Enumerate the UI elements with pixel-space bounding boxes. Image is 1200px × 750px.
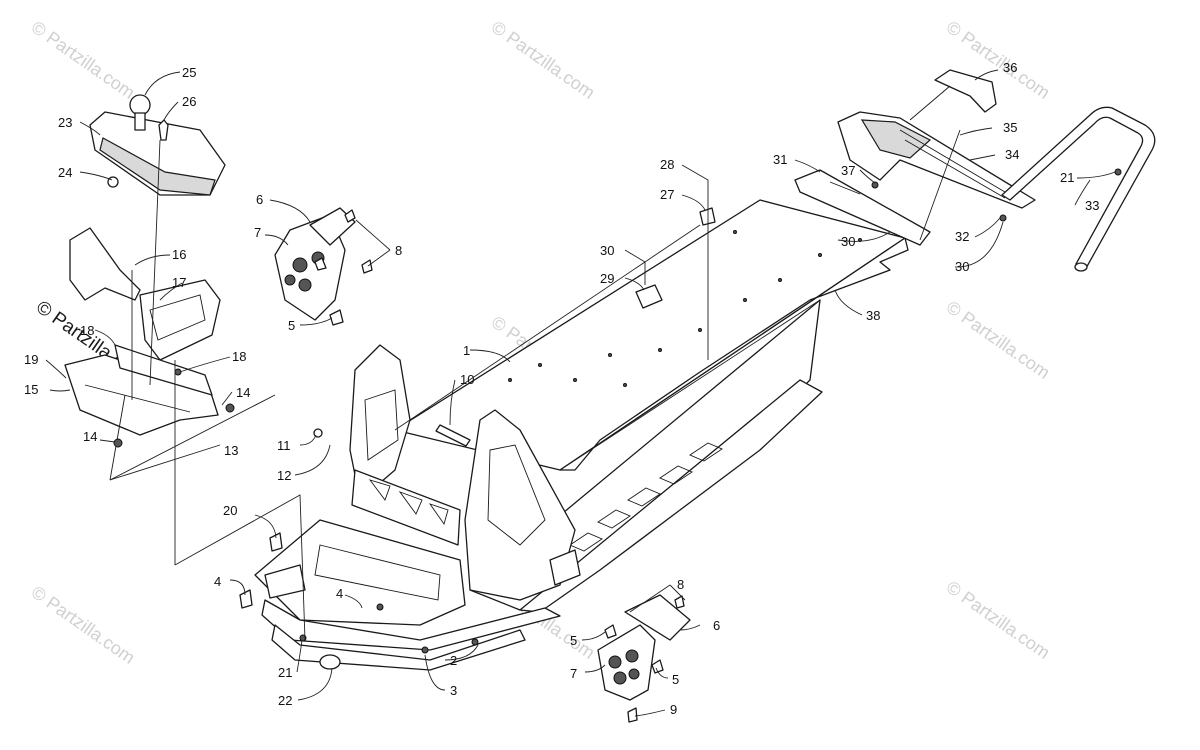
callout-16: 16 [172,247,186,262]
rear-plate [794,169,931,246]
callout-5: 5 [570,633,577,648]
callouts: 1 2 3 4 4 5 5 5 6 6 7 7 8 8 9 10 11 12 1… [24,60,1099,717]
right-footrest-bracket [597,594,691,723]
watermark: © Partzilla.com [943,297,1054,383]
callout-22: 22 [278,693,292,708]
callout-36: 36 [1003,60,1017,75]
rear-grab-bar [1001,106,1156,272]
callout-25: 25 [182,65,196,80]
callout-18: 18 [232,349,246,364]
watermark: © Partzilla.com [488,17,599,103]
callout-1: 1 [463,343,470,358]
callout-23: 23 [58,115,72,130]
callout-19: 19 [24,352,38,367]
callout-9: 9 [670,702,677,717]
callout-32: 32 [955,229,969,244]
lower-support-group [64,344,276,481]
callout-30: 30 [600,243,614,258]
callout-5: 5 [288,318,295,333]
callout-4: 4 [336,586,343,601]
callout-4: 4 [214,574,221,589]
rear-bumper-assembly [837,69,1036,209]
callout-10: 10 [460,372,474,387]
callout-30: 30 [841,234,855,249]
callout-17: 17 [172,275,186,290]
callout-26: 26 [182,94,196,109]
callout-34: 34 [1005,147,1019,162]
callout-14: 14 [236,385,250,400]
callout-12: 12 [277,468,291,483]
dash-cover [89,94,226,196]
callout-31: 31 [773,152,787,167]
callout-15: 15 [24,382,38,397]
side-panel-cutouts [569,442,723,552]
callout-6: 6 [256,192,263,207]
callout-38: 38 [866,308,880,323]
hardware [239,168,1122,670]
callout-2: 2 [450,653,457,668]
callout-21: 21 [1060,170,1074,185]
callout-8: 8 [395,243,402,258]
chassis-tunnel [254,199,909,671]
callout-6: 6 [713,618,720,633]
watermark: © Partzilla.com [28,582,139,668]
callout-7: 7 [254,225,261,240]
callout-33: 33 [1085,198,1099,213]
callout-30: 30 [955,259,969,274]
callout-29: 29 [600,271,614,286]
callout-14: 14 [83,429,97,444]
callout-8: 8 [677,577,684,592]
callout-5: 5 [672,672,679,687]
callout-18: 18 [80,323,94,338]
callout-27: 27 [660,187,674,202]
left-footrest-bracket [274,207,373,326]
deck-holes [508,230,862,387]
leader-lines [45,69,1116,717]
callout-24: 24 [58,165,72,180]
callout-7: 7 [570,666,577,681]
callout-21: 21 [278,665,292,680]
watermark: © Partzilla.com [28,17,139,103]
callout-37: 37 [841,163,855,178]
watermark: © Partzilla.com [943,577,1054,663]
callout-3: 3 [450,683,457,698]
callout-35: 35 [1003,120,1017,135]
callout-28: 28 [660,157,674,172]
callout-13: 13 [224,443,238,458]
callout-11: 11 [277,438,291,453]
callout-20: 20 [223,503,237,518]
